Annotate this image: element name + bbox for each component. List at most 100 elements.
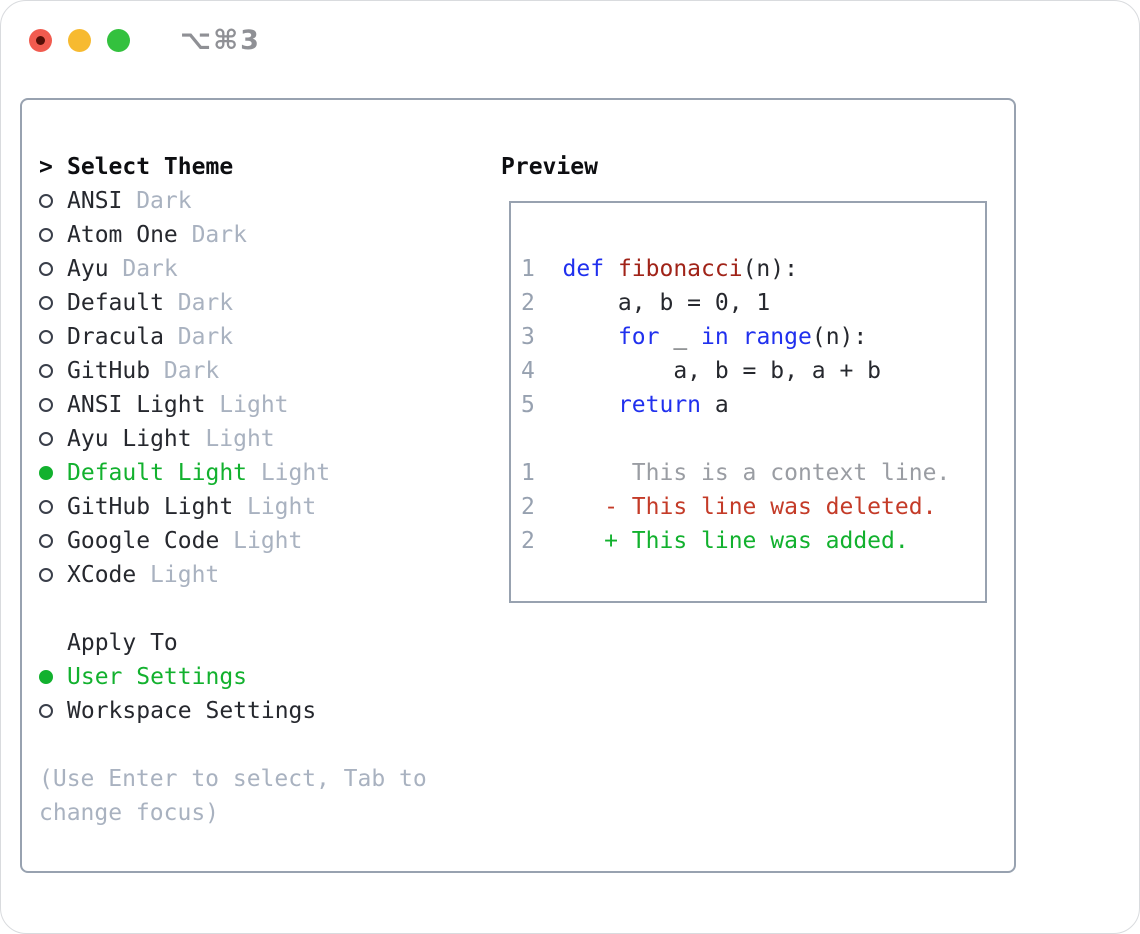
radio-unselected-icon[interactable] [39, 228, 53, 242]
option-variant-label: Dark [163, 358, 220, 384]
radio-option-row[interactable]: XCode Light [22, 558, 330, 592]
window-shortcut-label: ⌥⌘3 [180, 25, 261, 56]
close-button[interactable] [29, 29, 52, 52]
radio-unselected-icon[interactable] [39, 364, 53, 378]
option-label: Google Code [67, 528, 220, 554]
code-segment-num: 2 [521, 528, 563, 554]
apply-to-title: Apply To [67, 630, 178, 656]
code-segment-plain: (n): [742, 256, 798, 282]
code-segment-plain [563, 392, 618, 418]
radio-option-row[interactable]: ANSI Light Light [22, 388, 330, 422]
radio-unselected-icon[interactable] [39, 432, 53, 446]
radio-marker [39, 534, 67, 548]
radio-option-row[interactable]: ANSI Dark [22, 184, 330, 218]
option-variant-label: Light [246, 494, 317, 520]
code-segment-fn: fibonacci [617, 256, 743, 282]
code-segment-plain [729, 324, 743, 350]
code-segment-plain: a [701, 392, 729, 418]
radio-unselected-icon[interactable] [39, 296, 53, 310]
hint-section: (Use Enter to select, Tab to change focu… [22, 762, 427, 830]
code-segment-kw: def [562, 256, 618, 282]
code-segment-plain: a, b = b, a + b [562, 358, 882, 384]
option-label: Ayu [67, 256, 109, 282]
code-segment-kw: in [701, 324, 729, 350]
option-variant-label: Dark [136, 188, 192, 214]
radio-marker [39, 364, 67, 378]
option-label: ANSI Light [67, 392, 206, 418]
radio-selected-icon[interactable] [39, 670, 53, 684]
radio-marker [39, 194, 67, 208]
option-label: GitHub Light [67, 494, 234, 520]
radio-marker [39, 704, 67, 718]
radio-option-row[interactable]: Google Code Light [22, 524, 330, 558]
code-segment-kw: return [617, 392, 702, 418]
radio-option-row[interactable]: Ayu Dark [22, 252, 330, 286]
radio-unselected-icon[interactable] [39, 398, 53, 412]
option-variant-label: Dark [122, 256, 178, 282]
code-segment-plain [563, 324, 618, 350]
radio-option-row[interactable]: Default Dark [22, 286, 330, 320]
code-segment-num: 1 [521, 256, 563, 282]
radio-option-row[interactable]: Default Light Light [22, 456, 330, 490]
option-label: XCode [67, 562, 137, 588]
option-label: User Settings [67, 664, 248, 690]
radio-unselected-icon[interactable] [39, 568, 53, 582]
radio-marker [39, 466, 67, 480]
option-label: Ayu Light [67, 426, 192, 452]
option-variant-label: Light [233, 528, 303, 554]
radio-unselected-icon[interactable] [39, 500, 53, 514]
radio-selected-icon[interactable] [39, 466, 53, 480]
radio-unselected-icon[interactable] [39, 704, 53, 718]
radio-unselected-icon[interactable] [39, 534, 53, 548]
radio-marker [39, 296, 67, 310]
option-variant-label: Light [219, 392, 289, 418]
radio-marker [39, 228, 67, 242]
code-segment-plain: _ [659, 324, 702, 350]
code-segment-kw: range [742, 324, 812, 350]
zoom-button[interactable] [107, 29, 130, 52]
option-variant-label: Light [150, 562, 220, 588]
code-segment-num: 5 [521, 392, 563, 418]
cursor-arrow-icon: > [39, 154, 53, 180]
radio-marker [39, 670, 67, 684]
radio-marker [39, 568, 67, 582]
option-variant-label: Dark [177, 324, 234, 350]
option-label: Default Light [67, 460, 248, 486]
radio-option-row[interactable]: GitHub Light Light [22, 490, 330, 524]
code-segment-kw: for [617, 324, 660, 350]
code-segment-num: 4 [521, 358, 563, 384]
radio-option-row[interactable]: Workspace Settings [22, 694, 316, 728]
cursor-marker: > [39, 154, 67, 180]
preview-code: 1 def fibonacci(n): 2 a, b = 0, 1 3 for … [511, 203, 985, 558]
hint-line-1: (Use Enter to select, Tab to [39, 766, 427, 792]
radio-option-row[interactable]: User Settings [22, 660, 316, 694]
option-label: GitHub [67, 358, 151, 384]
option-variant-label: Light [260, 460, 331, 486]
radio-marker [39, 398, 67, 412]
radio-unselected-icon[interactable] [39, 330, 53, 344]
code-segment-num: 3 [521, 324, 563, 350]
radio-option-row[interactable]: Atom One Dark [22, 218, 330, 252]
radio-unselected-icon[interactable] [39, 194, 53, 208]
hint-line-2: change focus) [39, 800, 220, 826]
titlebar: ⌥⌘3 [29, 25, 261, 56]
option-variant-label: Dark [191, 222, 247, 248]
theme-list-title: Select Theme [67, 154, 234, 180]
radio-unselected-icon[interactable] [39, 262, 53, 276]
code-segment-ctx: This is a context line. [562, 460, 951, 486]
radio-marker [39, 432, 67, 446]
radio-option-row[interactable]: GitHub Dark [22, 354, 330, 388]
option-label: Atom One [67, 222, 178, 248]
code-segment-add: + This line was added. [562, 528, 909, 554]
option-label: Default [67, 290, 164, 316]
radio-marker [39, 330, 67, 344]
option-label: ANSI [67, 188, 123, 214]
minimize-button[interactable] [68, 29, 91, 52]
code-segment-del: - This line was deleted. [562, 494, 937, 520]
option-variant-label: Dark [177, 290, 234, 316]
option-label: Workspace Settings [67, 698, 317, 724]
